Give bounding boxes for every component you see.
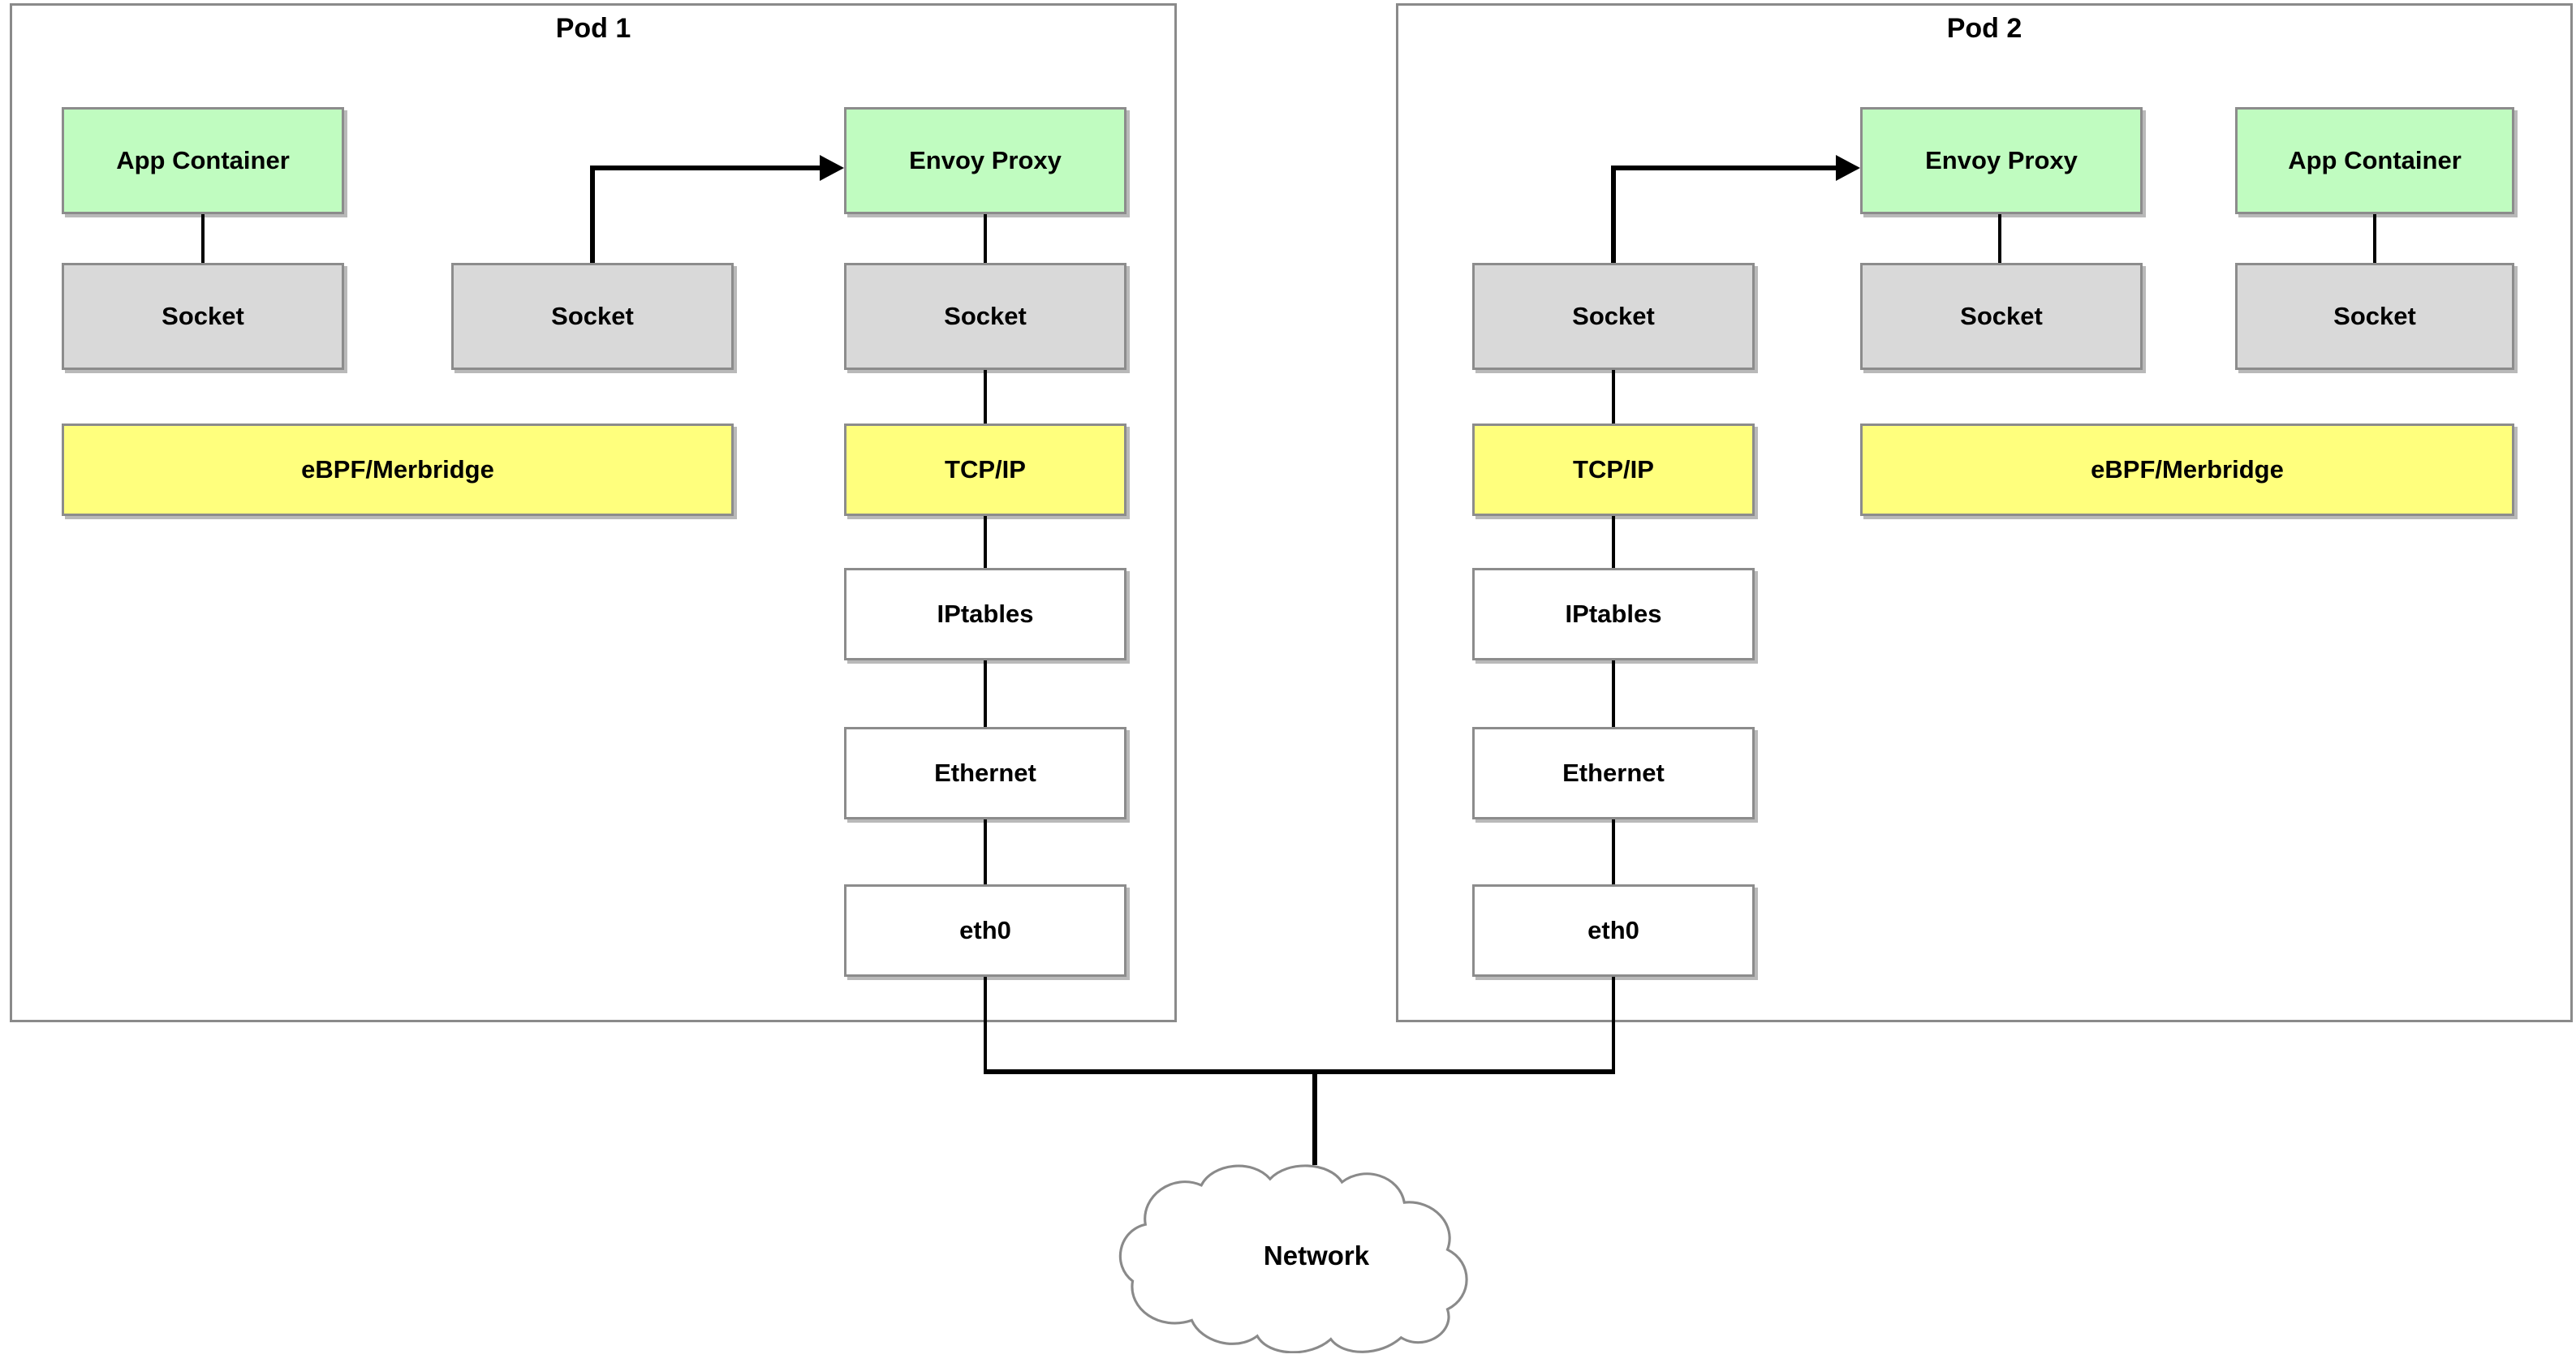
connector-app-to-socket	[201, 214, 205, 263]
pod1-ebpf-merbridge-box: eBPF/Merbridge	[62, 424, 734, 516]
connector-ethernet-to-eth0	[1612, 819, 1615, 884]
connector-eth0-to-junction	[1612, 977, 1615, 1074]
pod2-eth0-box: eth0	[1472, 884, 1755, 977]
pod2-socket-left-box: Socket	[1472, 263, 1755, 370]
arrow-shaft-vertical	[590, 166, 595, 263]
pod2-envoy-proxy-box: Envoy Proxy	[1860, 107, 2143, 214]
pod2-ebpf-merbridge-box: eBPF/Merbridge	[1860, 424, 2514, 516]
pod2-ethernet-box: Ethernet	[1472, 727, 1755, 819]
arrow-right-icon	[820, 155, 844, 181]
pod2-iptables-box: IPtables	[1472, 568, 1755, 660]
pod1-app-container-box: App Container	[62, 107, 344, 214]
arrow-shaft-horizontal	[1611, 166, 1839, 170]
network-label: Network	[1263, 1240, 1370, 1271]
connector-tcpip-to-iptables	[1612, 516, 1615, 568]
junction-horizontal-line	[984, 1069, 1615, 1074]
pod2-tcpip-box: TCP/IP	[1472, 424, 1755, 516]
pod1-iptables-box: IPtables	[844, 568, 1126, 660]
pod1-ethernet-box: Ethernet	[844, 727, 1126, 819]
connector-tcpip-to-iptables	[984, 516, 987, 568]
connector-envoy-to-socket	[1998, 214, 2001, 263]
network-cloud-icon	[1109, 1159, 1524, 1353]
connector-eth0-to-junction	[984, 977, 987, 1074]
connector-iptables-to-ethernet	[984, 660, 987, 727]
pod2-socket-under-app-box: Socket	[2235, 263, 2514, 370]
pod1-tcpip-box: TCP/IP	[844, 424, 1126, 516]
connector-envoy-to-socket	[984, 214, 987, 263]
connector-socket-to-tcpip	[1612, 370, 1615, 424]
arrow-shaft-horizontal	[590, 166, 823, 170]
connector-ethernet-to-eth0	[984, 819, 987, 884]
arrow-right-icon	[1836, 155, 1860, 181]
pod1-envoy-proxy-box: Envoy Proxy	[844, 107, 1126, 214]
connector-iptables-to-ethernet	[1612, 660, 1615, 727]
pod1-socket-under-envoy-box: Socket	[844, 263, 1126, 370]
pod1-title: Pod 1	[555, 13, 631, 44]
connector-app-to-socket	[2373, 214, 2376, 263]
pod2-title: Pod 2	[1946, 13, 2022, 44]
pod1-socket-middle-box: Socket	[451, 263, 734, 370]
pod2-app-container-box: App Container	[2235, 107, 2514, 214]
connector-socket-to-tcpip	[984, 370, 987, 424]
pod1-socket-under-app-box: Socket	[62, 263, 344, 370]
pod2-socket-under-envoy-box: Socket	[1860, 263, 2143, 370]
connector-junction-to-cloud	[1312, 1069, 1317, 1165]
arrow-shaft-vertical	[1611, 166, 1616, 263]
pod1-eth0-box: eth0	[844, 884, 1126, 977]
